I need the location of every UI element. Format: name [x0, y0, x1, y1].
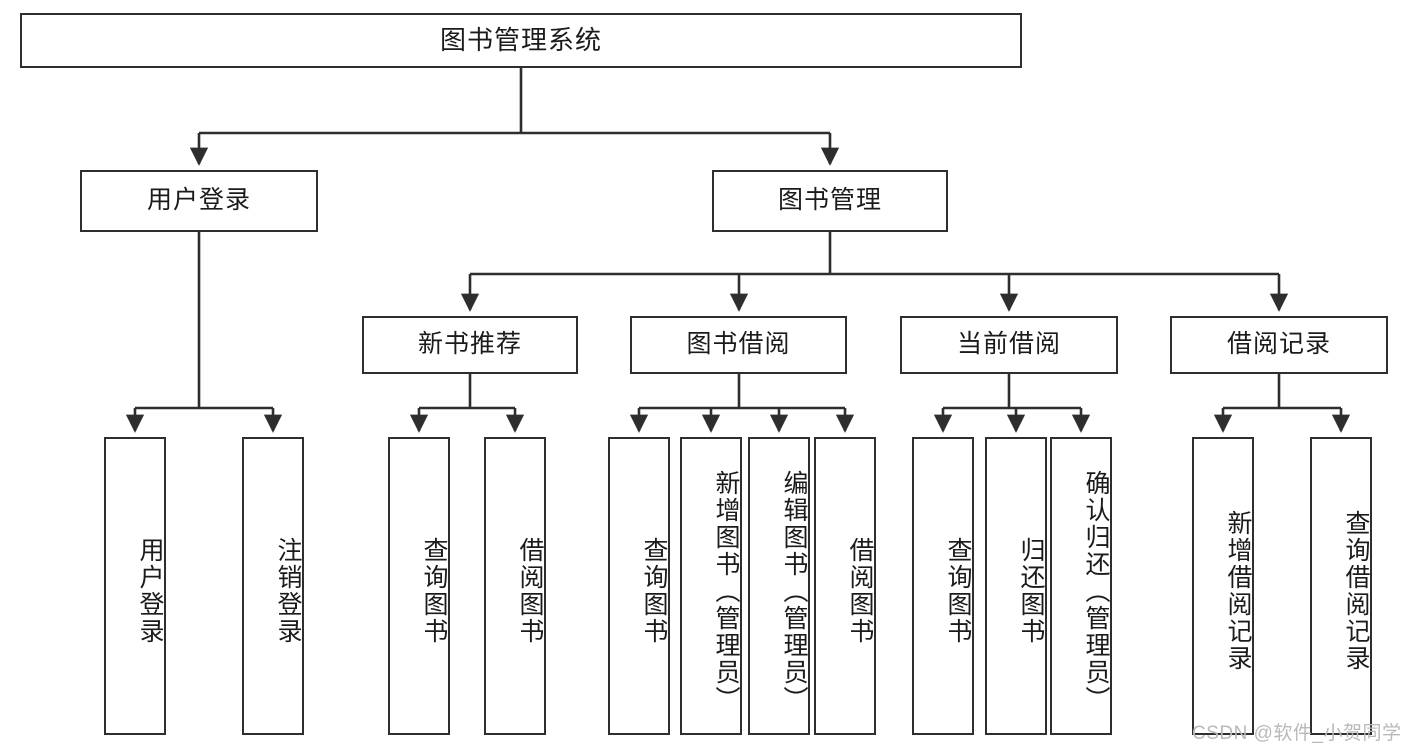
leaf-query-borrow-record[interactable]: 查询借阅记录 — [1310, 437, 1372, 735]
leaf-logout-login[interactable]: 注销登录 — [242, 437, 304, 735]
leaf-user-login[interactable]: 用户登录 — [104, 437, 166, 735]
csdn-watermark: CSDN @软件_小贺同学 — [1192, 723, 1402, 744]
node-root-label: 图书管理系统 — [439, 25, 602, 56]
node-new-book-recommend-label: 新书推荐 — [417, 330, 522, 359]
leaf-label: 归还图书 — [1017, 537, 1045, 645]
leaf-label: 用户登录 — [136, 537, 164, 645]
node-current-borrow-label: 当前借阅 — [956, 330, 1061, 359]
leaf-label: 编辑图书（管理员） — [780, 469, 808, 713]
node-borrow-record-label: 借阅记录 — [1226, 330, 1331, 359]
leaf-label: 新增图书（管理员） — [712, 469, 740, 713]
leaf-add-borrow-record[interactable]: 新增借阅记录 — [1192, 437, 1254, 735]
leaf-query-book-current[interactable]: 查询图书 — [912, 437, 974, 735]
leaf-label: 注销登录 — [274, 537, 302, 645]
leaf-label: 新增借阅记录 — [1224, 510, 1252, 672]
node-book-management-label: 图书管理 — [777, 186, 882, 215]
node-root[interactable]: 图书管理系统 — [20, 13, 1022, 68]
node-current-borrow[interactable]: 当前借阅 — [900, 316, 1118, 374]
leaf-label: 查询借阅记录 — [1342, 510, 1370, 672]
node-user-login[interactable]: 用户登录 — [80, 170, 318, 232]
leaf-query-book-borrow[interactable]: 查询图书 — [608, 437, 670, 735]
leaf-label: 查询图书 — [640, 537, 668, 645]
leaf-confirm-return-admin[interactable]: 确认归还（管理员） — [1050, 437, 1112, 735]
leaf-label: 借阅图书 — [516, 537, 544, 645]
node-book-borrow-label: 图书借阅 — [686, 330, 791, 359]
leaf-borrow-book-recommend[interactable]: 借阅图书 — [484, 437, 546, 735]
leaf-label: 确认归还（管理员） — [1082, 469, 1110, 713]
leaf-borrow-book[interactable]: 借阅图书 — [814, 437, 876, 735]
node-borrow-record[interactable]: 借阅记录 — [1170, 316, 1388, 374]
leaf-label: 借阅图书 — [846, 537, 874, 645]
leaf-return-book[interactable]: 归还图书 — [985, 437, 1047, 735]
node-new-book-recommend[interactable]: 新书推荐 — [362, 316, 578, 374]
node-user-login-label: 用户登录 — [146, 186, 251, 215]
node-book-management[interactable]: 图书管理 — [712, 170, 948, 232]
leaf-label: 查询图书 — [944, 537, 972, 645]
leaf-add-book-admin[interactable]: 新增图书（管理员） — [680, 437, 742, 735]
node-book-borrow[interactable]: 图书借阅 — [630, 316, 847, 374]
leaf-query-book-recommend[interactable]: 查询图书 — [388, 437, 450, 735]
leaf-label: 查询图书 — [420, 537, 448, 645]
leaf-edit-book-admin[interactable]: 编辑图书（管理员） — [748, 437, 810, 735]
